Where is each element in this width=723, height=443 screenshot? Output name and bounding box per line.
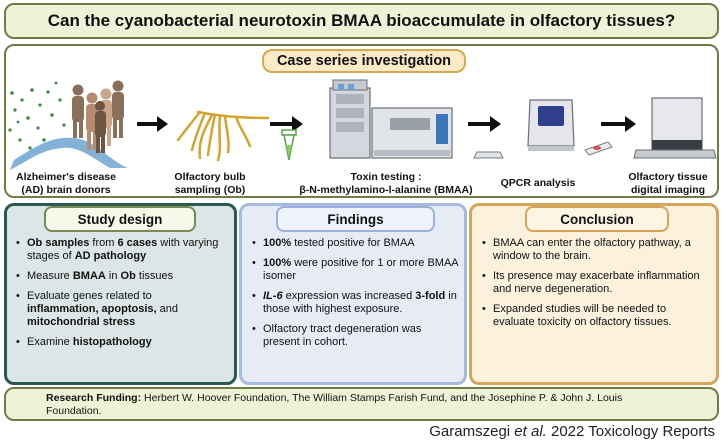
well-plate-icon: [473, 151, 504, 159]
funding-box: Research Funding: Herbert W. Hoover Foun…: [4, 387, 719, 421]
citation: Garamszegi et al. 2022 Toxicology Report…: [429, 423, 715, 440]
title-banner: Can the cyanobacterial neurotoxin BMAA b…: [4, 3, 719, 39]
list-item: IL-6 expression was increased 3-fold in …: [250, 290, 460, 316]
list-item: Its presence may exacerbate inflammation…: [480, 270, 708, 296]
findings-heading: Findings: [276, 206, 435, 232]
arrow-icon: [270, 116, 303, 132]
sample-tube-icon: [281, 129, 297, 161]
arrow-icon: [601, 116, 636, 132]
river-icon: [10, 137, 128, 170]
conclusion-heading: Conclusion: [525, 206, 669, 232]
step-label-toxin-testing: Toxin testing :β-N-methylamino-l-alanine…: [299, 171, 473, 196]
brain-donors-icon: [72, 80, 124, 153]
step-label-qpcr: QPCR analysis: [500, 177, 576, 189]
qpcr-machine-icon: [527, 99, 575, 151]
slide-scanner-icon: [633, 97, 717, 159]
case-series-badge: Case series investigation: [262, 49, 466, 73]
findings-list: 100% tested positive for BMAA 100% were …: [250, 237, 460, 356]
list-item: 100% were positive for 1 or more BMAA is…: [250, 257, 460, 283]
step-label-donors: Alzheimer's disease(AD) brain donors: [16, 171, 116, 196]
list-item: Examine histopathology: [14, 336, 226, 349]
list-item: Olfactory tract degeneration was present…: [250, 323, 460, 349]
arrow-icon: [468, 116, 501, 132]
olfactory-bulb-icon: [176, 110, 270, 162]
list-item: Expanded studies will be needed to evalu…: [480, 303, 708, 329]
spores-icon: [8, 81, 66, 150]
arrow-icon: [137, 116, 168, 132]
list-item: Ob samples from 6 cases with varying sta…: [14, 237, 226, 263]
process-illustrations: [8, 79, 717, 170]
slide-icon: [584, 141, 613, 156]
list-item: BMAA can enter the olfactory pathway, a …: [480, 237, 708, 263]
list-item: 100% tested positive for BMAA: [250, 237, 460, 250]
study-design-heading: Study design: [44, 206, 196, 232]
funding-label: Research Funding:: [46, 392, 142, 404]
conclusion-list: BMAA can enter the olfactory pathway, a …: [480, 237, 708, 336]
page-title: Can the cyanobacterial neurotoxin BMAA b…: [47, 11, 676, 30]
case-series-label: Case series investigation: [276, 53, 452, 69]
list-item: Evaluate genes related to inflammation, …: [14, 290, 226, 329]
mass-spectrometer-icon: [329, 79, 453, 159]
list-item: Measure BMAA in Ob tissues: [14, 270, 226, 283]
study-design-list: Ob samples from 6 cases with varying sta…: [14, 237, 226, 356]
funding-text: Herbert W. Hoover Foundation, The Willia…: [46, 392, 623, 417]
